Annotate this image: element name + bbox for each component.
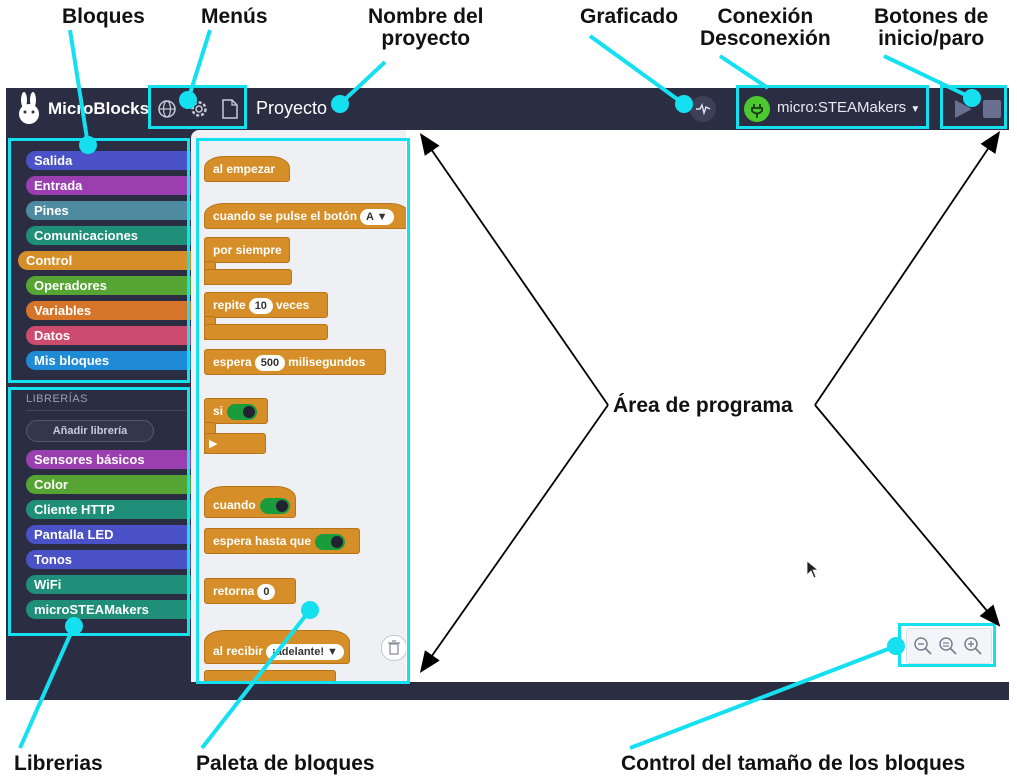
plug-icon <box>751 104 763 118</box>
dropdown-value: ¡adelante! <box>272 645 324 658</box>
block-wait-until[interactable]: espera hasta que <box>204 528 360 554</box>
library-pantalla-led[interactable]: Pantalla LED <box>26 525 194 544</box>
library-microsteamakers[interactable]: microSTEAMakers <box>26 600 194 619</box>
gear-icon[interactable] <box>189 99 209 119</box>
category-salida[interactable]: Salida <box>26 151 194 170</box>
file-icon[interactable] <box>221 98 239 120</box>
trash-icon <box>388 640 400 655</box>
return-value-input[interactable]: 0 <box>257 583 276 600</box>
globe-icon[interactable] <box>157 99 177 119</box>
graph-button[interactable] <box>690 96 716 122</box>
block-label: espera <box>213 355 252 369</box>
category-datos[interactable]: Datos <box>26 326 194 345</box>
zoom-in-icon[interactable] <box>963 636 983 656</box>
library-color[interactable]: Color <box>26 475 194 494</box>
graph-icon <box>696 102 711 116</box>
annotation-program-area: Área de programa <box>613 394 793 417</box>
add-library-button[interactable]: Añadir librería <box>26 420 154 442</box>
button-dropdown[interactable]: A ▼ <box>360 208 394 225</box>
board-name: micro:STEAMakers <box>777 99 907 116</box>
annotation-menus: Menús <box>201 5 268 28</box>
category-entrada[interactable]: Entrada <box>26 176 194 195</box>
mouse-cursor-icon <box>806 560 820 579</box>
zoom-reset-icon[interactable] <box>938 636 958 656</box>
block-arm <box>204 324 328 340</box>
block-if[interactable]: si <box>204 398 268 424</box>
highlight-start-stop <box>940 85 1007 129</box>
block-label: cuando se pulse el botón <box>213 209 358 223</box>
condition-toggle[interactable] <box>259 497 290 514</box>
connection-button[interactable] <box>744 96 770 122</box>
zoom-controls <box>906 628 992 664</box>
highlight-libraries <box>8 387 190 636</box>
block-label: al recibir <box>213 644 264 658</box>
highlight-blocks <box>8 138 190 383</box>
app-logo-name: MicroBlocks <box>48 99 150 118</box>
library-cliente-http[interactable]: Cliente HTTP <box>26 500 194 519</box>
message-dropdown[interactable]: ¡adelante! ▼ <box>266 643 344 660</box>
block-label: milisegundos <box>288 355 366 369</box>
block-partial[interactable] <box>204 670 336 682</box>
annotation-zoom-control: Control del tamaño de los bloques <box>621 752 966 775</box>
block-when[interactable]: cuando <box>204 486 296 518</box>
library-tonos[interactable]: Tonos <box>26 550 194 569</box>
library-sensores-básicos[interactable]: Sensores básicos <box>26 450 194 469</box>
block-label: retorna <box>213 584 255 598</box>
block-arm <box>204 269 292 285</box>
block-label: veces <box>275 298 310 312</box>
block-when-started[interactable]: al empezar <box>204 156 290 182</box>
trash-button[interactable] <box>381 635 406 661</box>
program-area[interactable] <box>406 130 1009 682</box>
annotation-palette: Paleta de bloques <box>196 752 375 775</box>
condition-toggle[interactable] <box>227 403 258 420</box>
annotation-blocks: Bloques <box>62 5 145 28</box>
libraries-header: LIBRERÍAS <box>26 393 88 405</box>
divider <box>26 410 186 411</box>
else-arrow-icon: ▶ <box>204 433 266 454</box>
block-label: cuando <box>213 498 256 512</box>
microblocks-window: MicroBlocks Proyecto micro:STEAMakers <box>6 88 1009 700</box>
block-label: repite <box>213 298 246 312</box>
category-control[interactable]: Control <box>18 251 194 270</box>
annotation-start-stop: Botones de inicio/paro <box>874 5 989 50</box>
block-label: espera hasta que <box>213 534 312 548</box>
zoom-out-icon[interactable] <box>913 636 933 656</box>
dropdown-value: A <box>366 210 374 223</box>
annotation-plotting: Graficado <box>580 5 679 28</box>
start-button[interactable] <box>952 98 974 120</box>
highlight-palette <box>196 138 410 684</box>
highlight-connection <box>736 85 929 129</box>
top-bar: MicroBlocks Proyecto micro:STEAMakers <box>6 88 1009 130</box>
block-label: si <box>213 404 224 418</box>
block-forever[interactable]: por siempre <box>204 237 290 263</box>
annotation-project-name: Nombre del proyecto <box>368 5 484 50</box>
category-variables[interactable]: Variables <box>26 301 194 320</box>
rabbit-logo-icon <box>19 92 39 124</box>
annotation-connection: Conexión Desconexión <box>700 5 831 50</box>
project-name[interactable]: Proyecto <box>256 98 328 118</box>
repeat-count-input[interactable]: 10 <box>248 297 273 314</box>
chevron-down-icon: ▼ <box>910 104 921 115</box>
block-when-receive[interactable]: al recibir¡adelante! ▼ <box>204 630 350 664</box>
library-wifi[interactable]: WiFi <box>26 575 194 594</box>
highlight-menus <box>148 85 247 129</box>
category-operadores[interactable]: Operadores <box>26 276 194 295</box>
stop-button[interactable] <box>983 100 1001 118</box>
wait-ms-input[interactable]: 500 <box>254 354 286 371</box>
board-selector[interactable]: micro:STEAMakers ▼ <box>777 99 920 116</box>
category-pines[interactable]: Pines <box>26 201 194 220</box>
category-comunicaciones[interactable]: Comunicaciones <box>26 226 194 245</box>
category-mis-bloques[interactable]: Mis bloques <box>26 351 194 370</box>
condition-toggle[interactable] <box>315 533 346 550</box>
annotation-libraries: Librerias <box>14 752 103 775</box>
